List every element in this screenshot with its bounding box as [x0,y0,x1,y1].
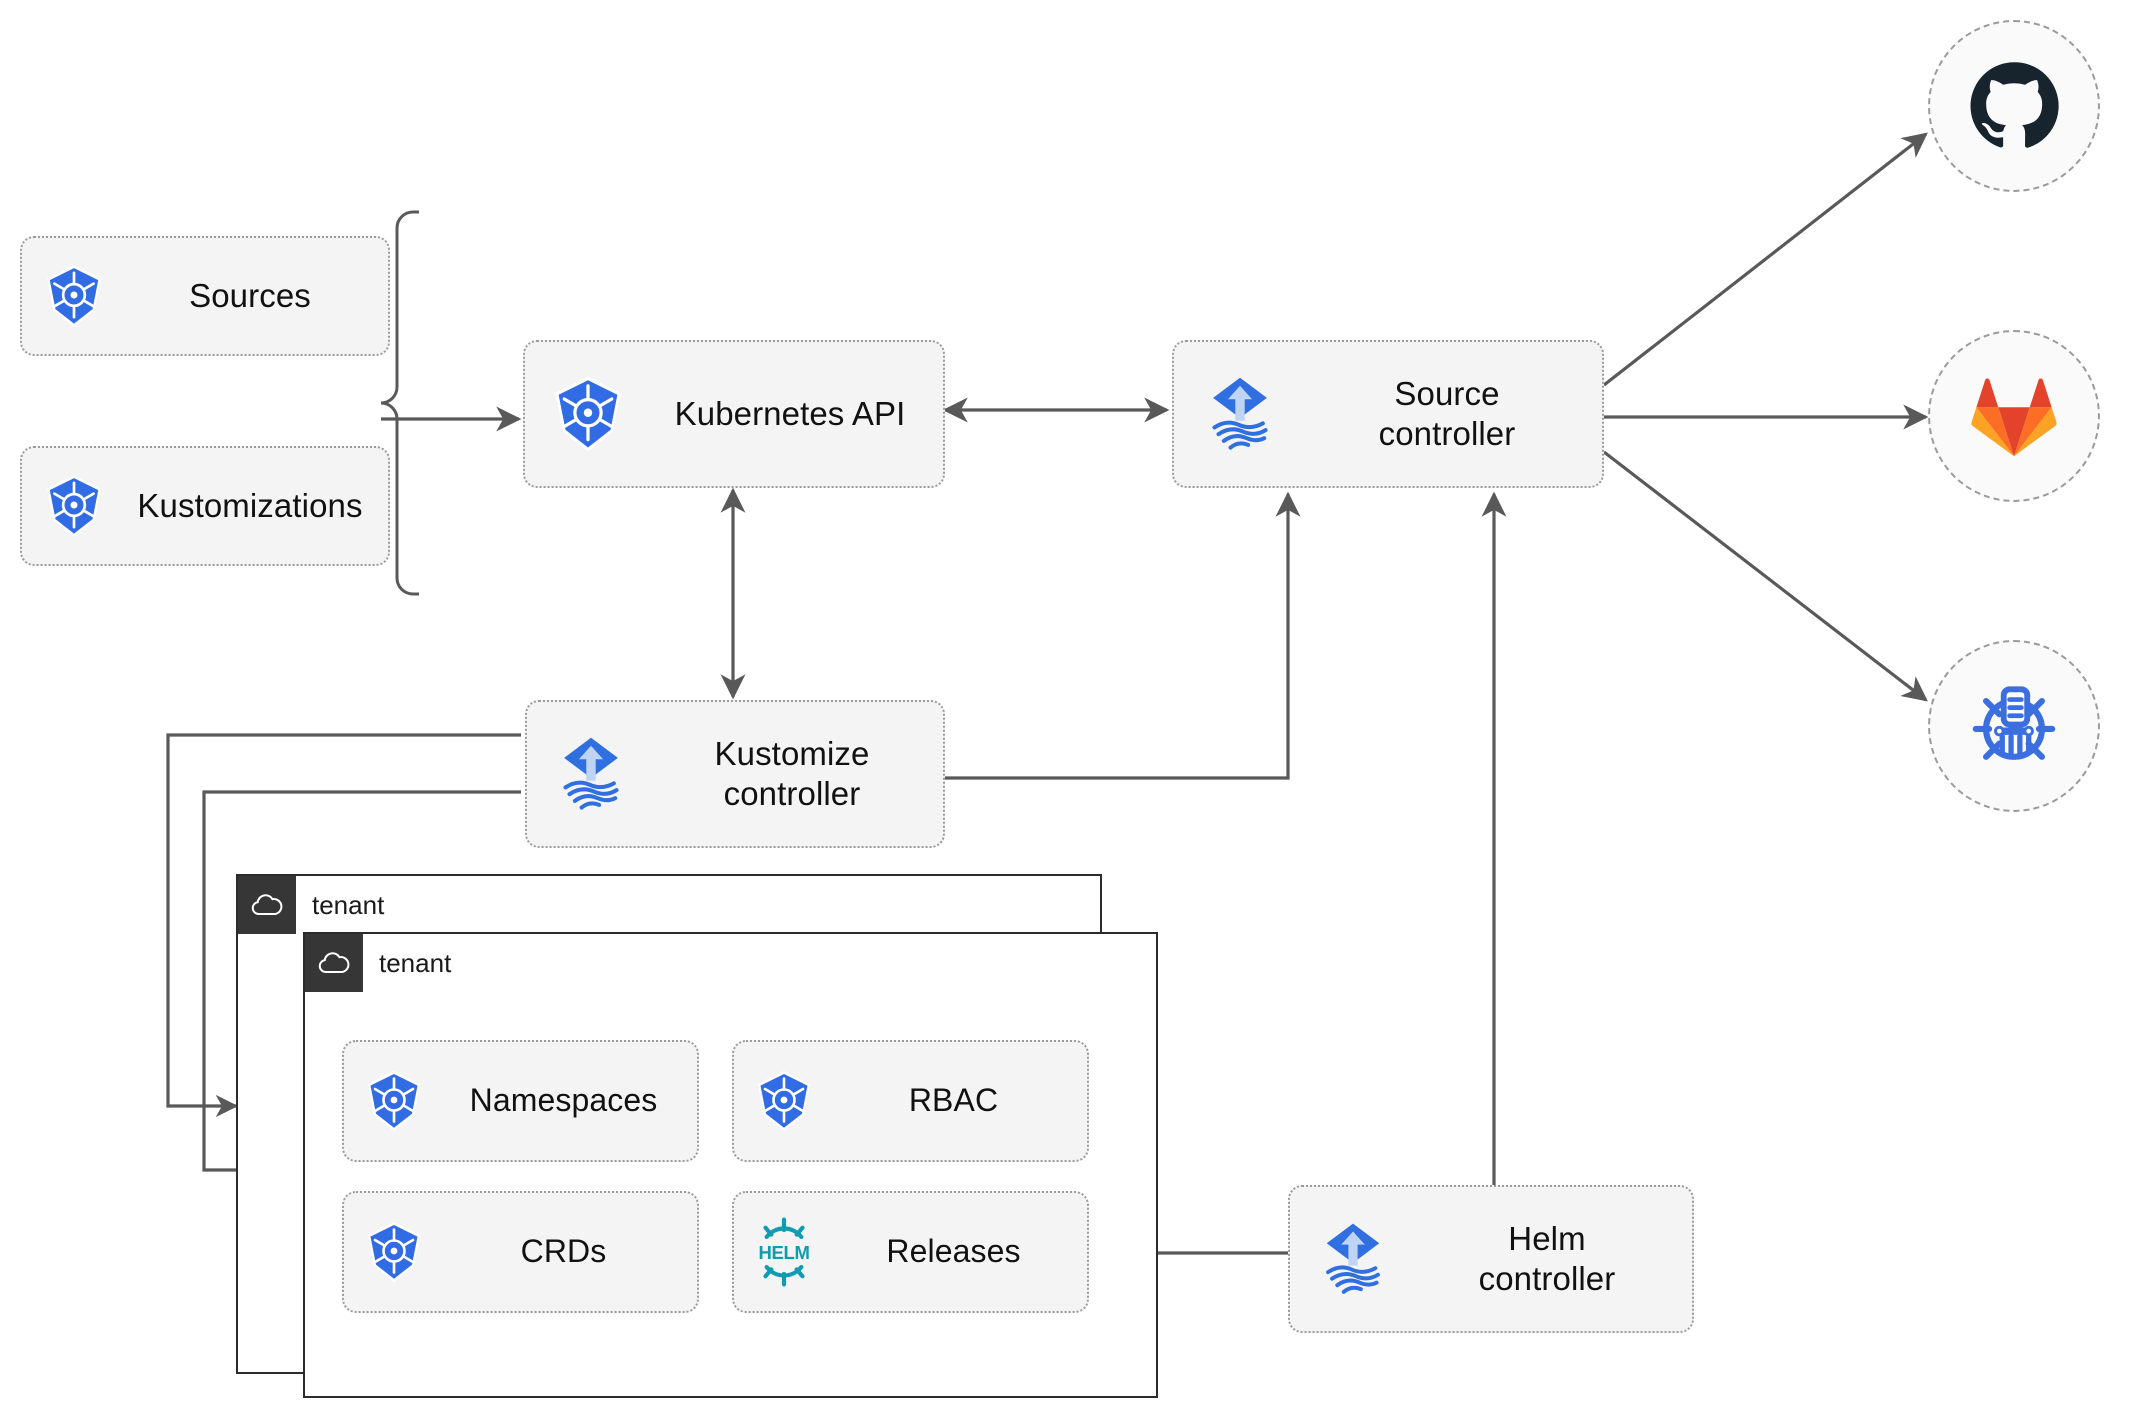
node-label: Namespaces [469,1082,658,1119]
node-sources[interactable]: Sources [20,236,390,356]
provider-github[interactable] [1928,20,2100,192]
node-label: Sources [189,276,311,314]
tenant-label: tenant [312,889,385,920]
helm-icon: HELM [734,1215,834,1289]
node-kustomizations[interactable]: Kustomizations [20,446,390,566]
node-kustomize-controller[interactable]: Kustomize controller [525,700,945,848]
node-kubernetes-api[interactable]: Kubernetes API [523,340,945,488]
kubernetes-icon [22,263,126,329]
node-source-controller[interactable]: Source controller [1172,340,1604,488]
node-label: Kustomizations [137,486,363,524]
cloud-icon [238,876,296,934]
artifact-storage-icon [1967,679,2061,773]
node-label: Kustomize controller [714,734,870,812]
node-label: Helm controller [1478,1219,1616,1297]
node-label: RBAC [908,1082,999,1119]
node-releases[interactable]: HELM Releases [732,1191,1089,1313]
tenant-label: tenant [379,947,452,978]
node-rbac[interactable]: RBAC [732,1040,1089,1162]
cloud-icon [305,934,363,992]
tenant-header: tenant [238,876,384,934]
tenant-container-front[interactable]: tenant Namespaces [303,932,1158,1398]
node-label: Releases [886,1233,1021,1270]
github-icon [1968,60,2060,152]
flux-icon [1290,1217,1416,1301]
flux-icon [527,731,655,817]
provider-artifact-storage[interactable] [1928,640,2100,812]
gitlab-icon [1970,374,2058,458]
kubernetes-icon [344,1220,444,1284]
kubernetes-icon [525,374,651,454]
svg-text:HELM: HELM [758,1242,809,1263]
tenant-header: tenant [305,934,451,992]
node-label: Kubernetes API [674,394,906,432]
provider-gitlab[interactable] [1928,330,2100,502]
kubernetes-icon [734,1069,834,1133]
node-label: CRDs [520,1233,607,1270]
node-helm-controller[interactable]: Helm controller [1288,1185,1694,1333]
node-crds[interactable]: CRDs [342,1191,699,1313]
kubernetes-icon [22,473,126,539]
node-namespaces[interactable]: Namespaces [342,1040,699,1162]
node-label: Source controller [1378,374,1516,452]
kubernetes-icon [344,1069,444,1133]
flux-icon [1174,371,1306,457]
